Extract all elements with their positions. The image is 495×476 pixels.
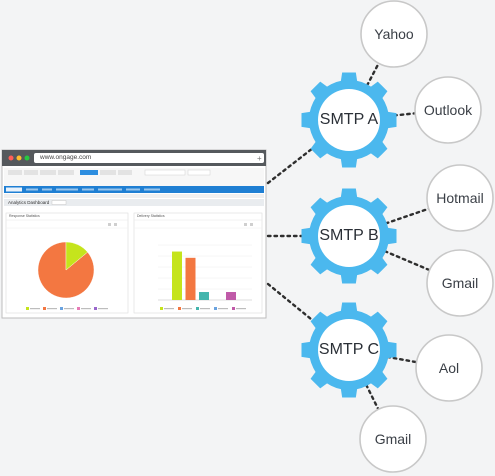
provider-hotmail[interactable] xyxy=(426,164,494,232)
bar-legend-swatch xyxy=(232,307,235,310)
provider-yahoo[interactable] xyxy=(360,0,428,68)
pie-legend-swatch xyxy=(43,307,46,310)
pie-legend-text xyxy=(64,308,74,310)
provider-label-aol: Aol xyxy=(438,360,460,376)
provider-label-gmail-b: Gmail xyxy=(441,275,479,291)
header-tab[interactable] xyxy=(8,170,22,175)
dashboard-title: Analytics Dashboard xyxy=(8,200,50,205)
gears xyxy=(301,72,397,398)
browser-url[interactable]: www.ongage.com xyxy=(40,154,92,161)
bar-legend-swatch xyxy=(196,307,199,310)
maximize-dot-icon[interactable] xyxy=(24,155,30,161)
provider-label-hotmail: Hotmail xyxy=(436,190,484,206)
pie-legend-text xyxy=(30,308,40,310)
nav-item-active[interactable] xyxy=(6,187,22,192)
nav-item[interactable] xyxy=(82,188,94,191)
bar-1 xyxy=(185,257,196,300)
bar-2 xyxy=(199,292,209,300)
bar-4 xyxy=(226,292,236,300)
minimize-dot-icon[interactable] xyxy=(16,155,22,161)
close-dot-icon[interactable] xyxy=(8,155,14,161)
nav-item[interactable] xyxy=(56,188,78,191)
bar-legend-swatch xyxy=(160,307,163,310)
bar-legend-text xyxy=(236,308,246,310)
pie-legend-swatch xyxy=(26,307,29,310)
pie-legend xyxy=(26,307,108,310)
bar-legend-text xyxy=(218,308,228,310)
smtp-c-gear-center xyxy=(318,319,380,381)
smtp-a-gear xyxy=(301,72,397,168)
header-tab[interactable] xyxy=(24,170,38,175)
edit-button[interactable] xyxy=(51,200,67,205)
bar-legend-text xyxy=(182,308,192,310)
pie-legend-text xyxy=(47,308,57,310)
bar-legend xyxy=(160,307,246,310)
nav-item[interactable] xyxy=(26,188,38,191)
panel-close-icon[interactable] xyxy=(114,223,117,226)
response-pie-chart xyxy=(37,241,95,299)
panel-settings-icon[interactable] xyxy=(244,223,247,226)
providers xyxy=(359,0,494,473)
browser-window: + xyxy=(1,149,267,319)
plus-icon[interactable]: + xyxy=(257,154,262,163)
nav-item[interactable] xyxy=(126,188,140,191)
provider-label-gmail-c: Gmail xyxy=(374,431,412,447)
provider-label-outlook: Outlook xyxy=(423,102,473,118)
provider-outlook[interactable] xyxy=(414,76,482,144)
smtp-b-label: SMTP B xyxy=(319,227,379,244)
smtp-c-gear xyxy=(301,302,397,398)
nav-item[interactable] xyxy=(98,188,122,191)
provider-gmail-b[interactable] xyxy=(426,249,494,317)
bar-legend-text xyxy=(164,308,174,310)
account-select[interactable] xyxy=(144,169,186,176)
header-tab[interactable] xyxy=(58,170,74,175)
smtp-a-gear-center xyxy=(318,89,380,151)
pie-legend-swatch xyxy=(77,307,80,310)
panel-close-icon[interactable] xyxy=(250,223,253,226)
provider-aol[interactable] xyxy=(415,334,483,402)
provider-gmail-c[interactable] xyxy=(359,405,427,473)
pie-slice-1 xyxy=(65,241,88,271)
smtp-b-gear-center xyxy=(318,205,380,267)
smtp-b-gear xyxy=(301,188,397,284)
bar-legend-text xyxy=(200,308,210,310)
header-tab[interactable] xyxy=(40,170,56,175)
header-tab[interactable] xyxy=(118,170,132,175)
header-tab-active[interactable] xyxy=(80,170,98,175)
nav-item[interactable] xyxy=(42,188,52,191)
dashboard-title-bar xyxy=(4,199,264,206)
panel-right-title: Delivery Statistics xyxy=(137,214,165,218)
pie-legend-text xyxy=(81,308,91,310)
provider-label-yahoo: Yahoo xyxy=(374,26,414,42)
delivery-bar-chart xyxy=(172,251,236,300)
panel-settings-icon[interactable] xyxy=(108,223,111,226)
pie-legend-swatch xyxy=(94,307,97,310)
pie-legend-swatch xyxy=(60,307,63,310)
smtp-c-label: SMTP C xyxy=(318,341,380,358)
bar-0 xyxy=(172,251,182,300)
smtp-a-label: SMTP A xyxy=(319,111,379,128)
pie-legend-text xyxy=(98,308,108,310)
nav-item[interactable] xyxy=(144,188,160,191)
bar-legend-swatch xyxy=(178,307,181,310)
breadcrumb xyxy=(4,194,264,198)
header-tab[interactable] xyxy=(100,170,116,175)
list-select[interactable] xyxy=(187,169,211,176)
url-bar[interactable] xyxy=(34,153,264,163)
panel-left-title: Response Statistics xyxy=(9,214,40,218)
bar-legend-swatch xyxy=(214,307,217,310)
delivery-panel xyxy=(133,212,263,314)
